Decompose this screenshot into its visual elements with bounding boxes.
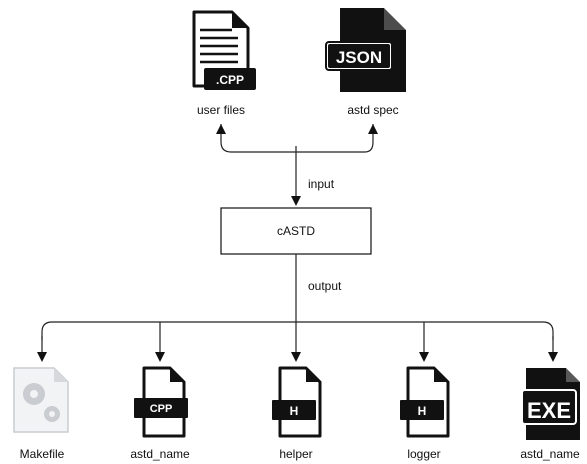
output-label: output [308,279,342,293]
cpp-tag-label: CPP [150,403,173,415]
exe-file-icon: EXE [521,368,580,440]
output-label-helper: helper [279,447,312,461]
cpp-file-icon: CPP [134,366,188,438]
exe-tag-label: EXE [527,398,571,423]
output-bus-edge [41,321,554,340]
astd-spec-label: astd spec [347,103,398,117]
header-file-icon: H [400,366,450,438]
header-file-icon: H [272,366,322,438]
castd-box [220,207,372,255]
output-label-logger: logger [407,447,440,461]
h-tag-label: H [290,404,299,418]
h-tag-label: H [418,404,427,418]
cpp-file-icon: .CPP [192,10,256,90]
user-files-label: user files [197,103,245,117]
output-label-astd-name-cpp: astd_name [130,447,190,461]
cpp-tag-label: .CPP [216,73,244,87]
input-fork-edge [220,124,374,153]
input-label: input [308,177,335,191]
json-file-icon: JSON [325,8,406,92]
castd-label: cASTD [277,224,315,238]
output-label-makefile: Makefile [20,447,65,461]
json-tag-label: JSON [336,48,382,67]
makefile-gear-icon [13,367,69,433]
output-label-astd-name-exe: astd_name [520,447,580,461]
